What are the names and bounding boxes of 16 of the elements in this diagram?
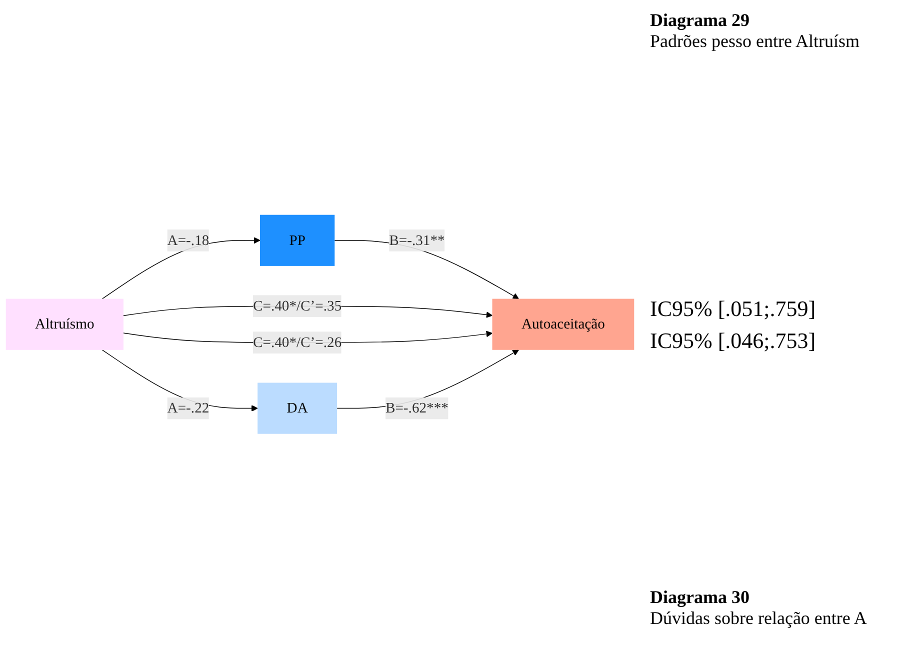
figure-title: Diagrama 29 <box>650 10 750 31</box>
figure-caption: Padrões pesso entre Altruísm <box>650 31 860 52</box>
edge-label: C=.40*/C’=.26 <box>252 334 342 351</box>
figure-title: Diagrama 30 <box>650 587 750 608</box>
node-box: Altruísmo <box>6 298 124 350</box>
figure-caption: Dúvidas sobre relação entre A <box>650 608 868 629</box>
confidence-interval: IC95% [.051;.759] <box>650 296 817 322</box>
edge-label: B=-.31** <box>389 232 445 249</box>
edge-label: A=-.22 <box>167 400 210 416</box>
node-box: PP <box>260 215 335 266</box>
node-box: DA <box>258 382 338 434</box>
node-box: Autoaceitação <box>492 298 634 350</box>
edge-label: B=-.62*** <box>385 400 448 416</box>
edge-label: A=-.18 <box>167 232 210 249</box>
confidence-interval: IC95% [.046;.753] <box>650 328 817 354</box>
edge-label: C=.40*/C’=.35 <box>252 298 342 314</box>
